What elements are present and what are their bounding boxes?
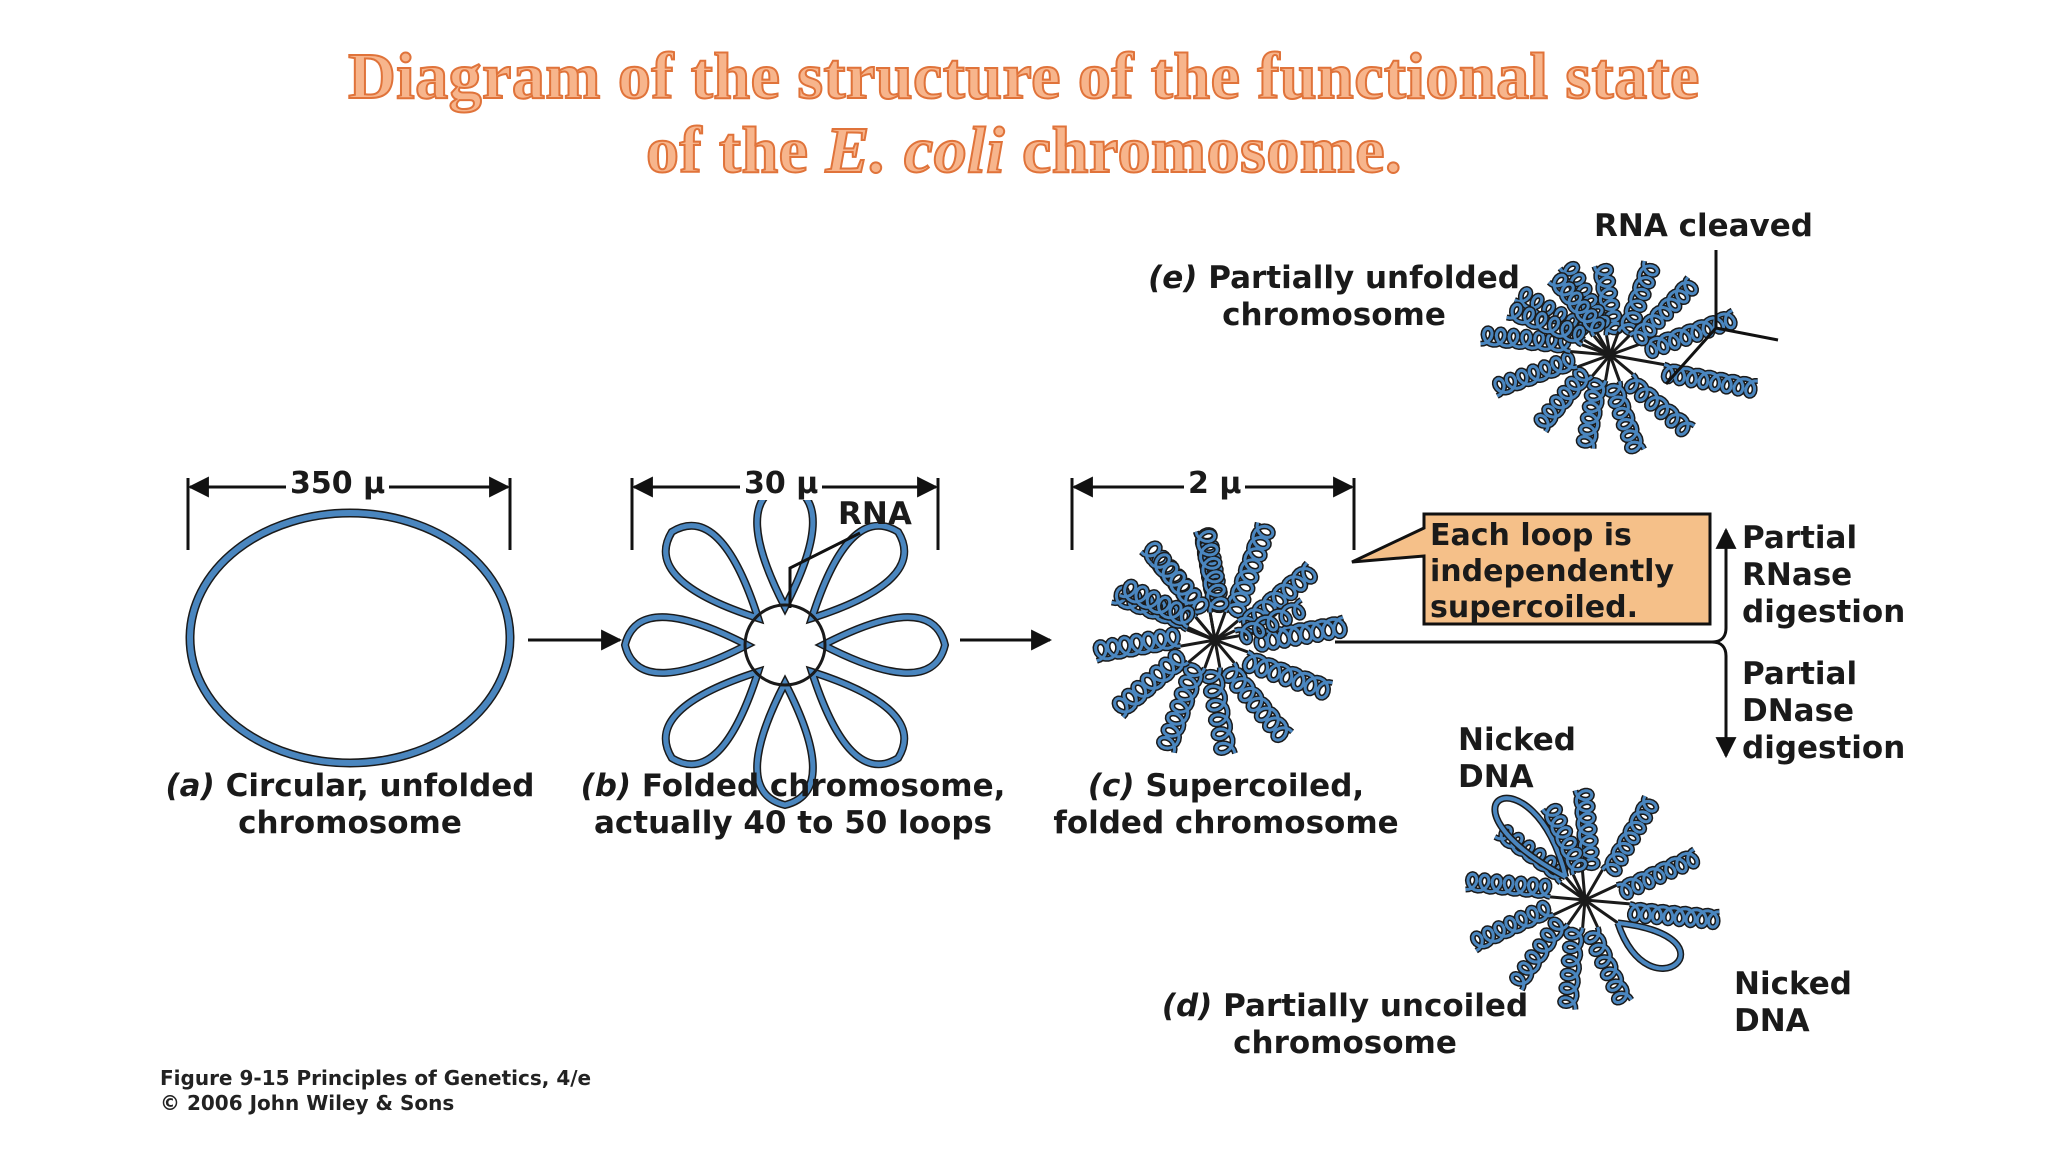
scale-label-c: 2 μ bbox=[1184, 468, 1245, 500]
nicked-dna-label-1: Nicked DNA bbox=[1458, 722, 1576, 796]
figure-credit: Figure 9-15 Principles of Genetics, 4/e … bbox=[160, 1066, 591, 1116]
partially-uncoiled-chromosome bbox=[1466, 790, 1720, 1009]
scale-label-a: 350 μ bbox=[286, 468, 389, 500]
nicked-dna-label-2: Nicked DNA bbox=[1734, 966, 1852, 1040]
rna-cleaved-label: RNA cleaved bbox=[1594, 208, 1813, 245]
scale-label-b: 30 μ bbox=[740, 468, 822, 500]
caption-c: (c) Supercoiled, folded chromosome bbox=[1036, 768, 1416, 842]
caption-d: (d) Partially uncoiled chromosome bbox=[1140, 988, 1550, 1062]
folded-chromosome-loops bbox=[625, 485, 945, 805]
caption-a: (a) Circular, unfolded chromosome bbox=[150, 768, 550, 842]
caption-b: (b) Folded chromosome, actually 40 to 50… bbox=[568, 768, 1018, 842]
rna-label: RNA bbox=[838, 496, 912, 533]
callout-text: Each loop is independently supercoiled. bbox=[1424, 514, 1710, 624]
supercoiled-chromosome bbox=[1096, 523, 1345, 754]
dnase-digestion-label: Partial DNase digestion bbox=[1742, 656, 1905, 767]
caption-e: (e) Partially unfolded chromosome bbox=[1124, 260, 1544, 334]
rnase-digestion-label: Partial RNase digestion bbox=[1742, 520, 1905, 631]
